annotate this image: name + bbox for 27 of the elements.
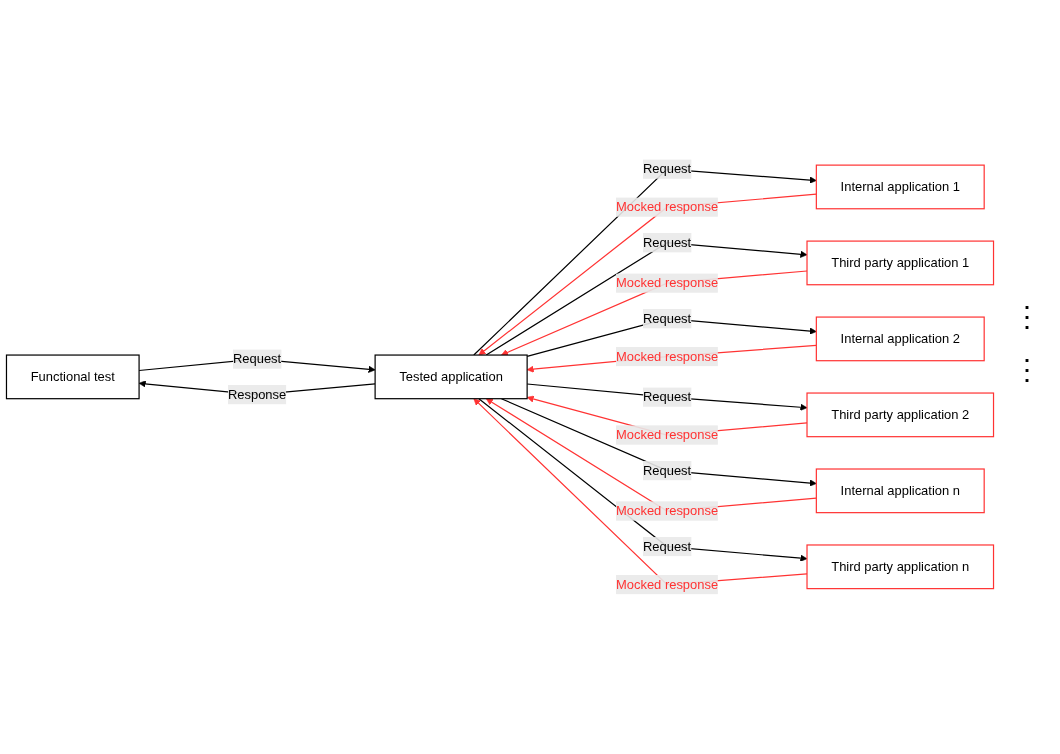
node-box: Functional test <box>5 354 140 400</box>
ellipsis-mark: ⋮ <box>1013 300 1041 333</box>
arrow <box>501 270 808 356</box>
edge-label: Mocked response <box>616 503 719 518</box>
node-box: Third party application 2 <box>806 392 995 438</box>
edge-label: Response <box>227 387 287 402</box>
node-box: Internal application n <box>815 468 985 514</box>
edge-label: Request <box>233 351 282 366</box>
edge-label: Request <box>642 389 692 404</box>
node-box: Internal application 2 <box>815 316 985 362</box>
edge-label: Mocked response <box>616 200 719 214</box>
edge-label: Request <box>642 539 692 554</box>
ellipsis-mark: ⋮ <box>1013 353 1041 386</box>
node-box: Internal application 1 <box>815 164 985 210</box>
edge-label: Mocked response <box>616 577 719 592</box>
edge-label: Request <box>642 311 692 326</box>
node-box: Third party application 1 <box>806 240 995 286</box>
edge-label: Mocked response <box>616 349 719 364</box>
arrow <box>500 398 817 487</box>
edge-label: Request <box>642 235 692 250</box>
edge-label: Request <box>642 162 692 176</box>
edge-label: Mocked response <box>616 427 719 442</box>
arrow <box>485 242 808 356</box>
edge-label: Mocked response <box>616 275 719 290</box>
edge-label: Request <box>642 463 692 478</box>
node-box: Third party application n <box>806 544 995 590</box>
node-box: Tested application <box>374 354 528 400</box>
